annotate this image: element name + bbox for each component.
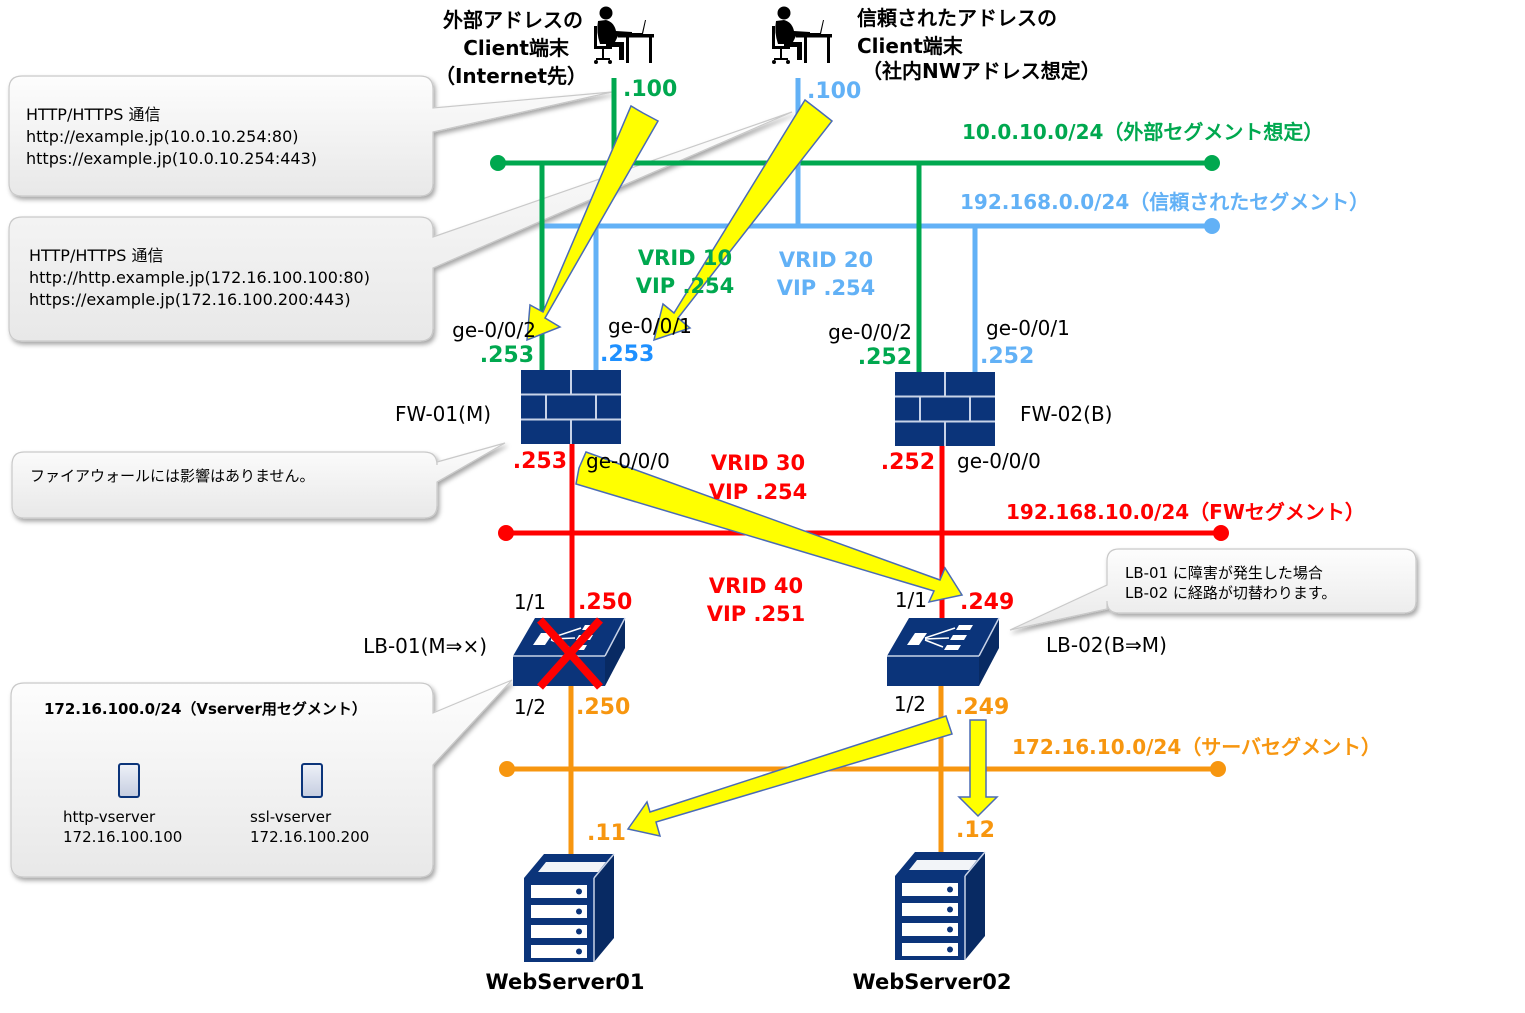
callout-external-line1: http://example.jp(10.0.10.254:80) — [26, 127, 299, 146]
fw02-ip-inside: .252 — [881, 450, 935, 475]
external-client-label-3: （Internet先） — [435, 64, 587, 88]
external-client-label-2: Client端末 — [463, 36, 570, 60]
vrid10-vip: VIP .254 — [636, 274, 735, 298]
bus-endpoint — [1204, 155, 1220, 171]
fw02-ip-trust: .252 — [980, 344, 1034, 369]
callout-firewall-text: ファイアウォールには影響はありません。 — [30, 467, 315, 485]
vrid40-label: VRID 40 — [709, 574, 803, 598]
callout-lb-failover — [1009, 548, 1417, 631]
fw01-port-inside: ge-0/0/0 — [586, 449, 670, 473]
bus-endpoint — [499, 761, 515, 777]
lb01-ip-down: .250 — [576, 695, 630, 720]
vrid30-vip: VIP .254 — [709, 480, 808, 504]
vrid30-label: VRID 30 — [711, 451, 805, 475]
fw02-port-ext: ge-0/0/2 — [828, 320, 912, 344]
vserver-0-ip: 172.16.100.100 — [63, 828, 182, 846]
callout-external-line2: https://example.jp(10.0.10.254:443) — [26, 149, 317, 168]
external-client-ip: .100 — [623, 77, 677, 102]
trusted-client-label-2: Client端末 — [857, 34, 964, 58]
bus-endpoint — [490, 155, 506, 171]
vserver-1-name: ssl-vserver — [250, 808, 332, 826]
webserver02-name: WebServer02 — [853, 970, 1012, 994]
external-segment-label: 10.0.10.0/24（外部セグメント想定） — [962, 120, 1323, 144]
callout-lb-line2: LB-02 に経路が切替わります。 — [1125, 584, 1336, 602]
webserver01-icon — [523, 853, 615, 963]
callout-external-flow — [8, 75, 613, 197]
trusted-client-icon — [772, 6, 832, 64]
flow-arrow-fw-to-lb02 — [575, 451, 964, 604]
bus-endpoint — [1213, 525, 1229, 541]
vrid20-vip: VIP .254 — [777, 276, 876, 300]
callout-trusted-line1: http://http.example.jp(172.16.100.100:80… — [29, 268, 370, 287]
vserver-0-name: http-vserver — [63, 808, 156, 826]
flow-arrow-trusted — [652, 98, 834, 342]
callout-vserver — [10, 679, 513, 878]
fw01-port-ext: ge-0/0/2 — [452, 318, 536, 342]
flow-arrow-lb02-to-web01 — [626, 715, 953, 838]
webserver02-icon — [894, 851, 986, 961]
trusted-client-label-3: （社内NWアドレス想定） — [862, 59, 1101, 83]
trusted-client-ip: .100 — [807, 79, 861, 104]
fw02-port-inside: ge-0/0/0 — [957, 449, 1041, 473]
lb01-name: LB-01(M⇒×) — [363, 634, 487, 658]
callout-trusted-title: HTTP/HTTPS 通信 — [29, 246, 164, 265]
server-segment-label: 172.16.10.0/24（サーバセグメント） — [1012, 735, 1381, 759]
fw01-ip-trust: .253 — [600, 342, 654, 367]
callout-external-title: HTTP/HTTPS 通信 — [26, 105, 161, 124]
trusted-segment-label: 192.168.0.0/24（信頼されたセグメント） — [960, 190, 1369, 214]
ssl-vserver-icon — [301, 763, 323, 798]
fw01-ip-inside: .253 — [513, 449, 567, 474]
flow-arrow-external — [526, 104, 660, 342]
fw01-ip-ext: .253 — [480, 343, 534, 368]
lb02-port-down: 1/2 — [894, 692, 926, 716]
fw02-port-trust: ge-0/0/1 — [986, 316, 1070, 340]
lb02-loadbalancer-icon — [886, 617, 1000, 687]
webserver01-name: WebServer01 — [486, 970, 645, 994]
fw01-name: FW-01(M) — [395, 402, 491, 426]
fw02-firewall-icon — [894, 371, 996, 447]
vrid20-label: VRID 20 — [779, 248, 873, 272]
fw-segment-label: 192.168.10.0/24（FWセグメント） — [1006, 500, 1365, 524]
flow-arrow-lb02-to-web02 — [957, 719, 999, 818]
webserver02-ip: .12 — [956, 818, 995, 843]
callout-lb-line1: LB-01 に障害が発生した場合 — [1125, 564, 1323, 582]
callout-firewall — [11, 442, 506, 519]
fw01-firewall-icon — [520, 369, 622, 445]
lb01-ip-up: .250 — [578, 590, 632, 615]
bus-endpoint — [498, 525, 514, 541]
fw02-ip-ext: .252 — [858, 345, 912, 370]
vserver-1-ip: 172.16.100.200 — [250, 828, 369, 846]
webserver01-ip: .11 — [587, 821, 626, 846]
lb02-port-up: 1/1 — [895, 588, 927, 612]
trusted-client-label-1: 信頼されたアドレスの — [857, 6, 1057, 30]
lb01-port-down: 1/2 — [514, 695, 546, 719]
vrid40-vip: VIP .251 — [707, 602, 806, 626]
lb02-ip-down: .249 — [955, 695, 1009, 720]
external-client-icon — [594, 6, 654, 64]
lb01-port-up: 1/1 — [514, 590, 546, 614]
failure-x-icon — [537, 617, 603, 690]
callout-trusted-flow — [8, 111, 793, 342]
bus-endpoint — [1210, 761, 1226, 777]
lb02-ip-up: .249 — [960, 590, 1014, 615]
callout-vserver-title: 172.16.100.0/24（Vserver用セグメント） — [44, 700, 367, 718]
bus-endpoint — [1204, 218, 1220, 234]
fw02-name: FW-02(B) — [1020, 402, 1112, 426]
vrid10-label: VRID 10 — [638, 246, 732, 270]
callout-trusted-line2: https://example.jp(172.16.100.200:443) — [29, 290, 351, 309]
http-vserver-icon — [118, 763, 140, 798]
external-client-label-1: 外部アドレスの — [443, 8, 583, 32]
fw01-port-trust: ge-0/0/1 — [608, 314, 692, 338]
lb02-name: LB-02(B⇒M) — [1046, 633, 1167, 657]
